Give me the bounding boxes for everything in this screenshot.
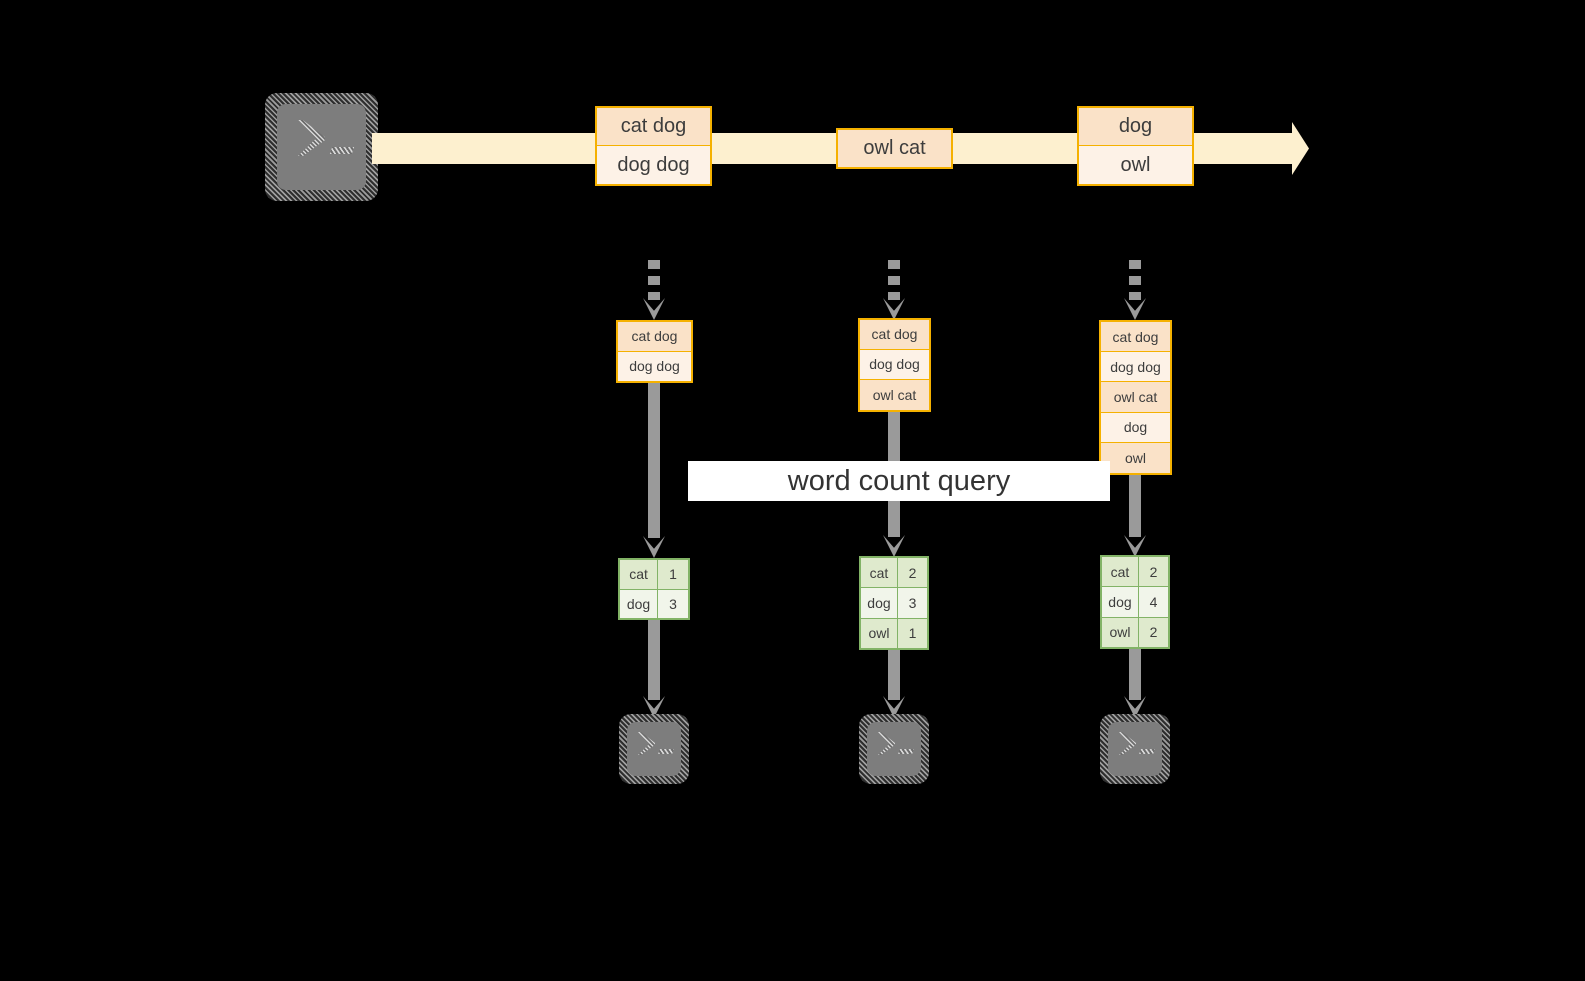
table-row: dog 3 [861, 588, 927, 619]
snapshot-to-result-connector [643, 383, 665, 558]
table-cell-word: cat [861, 558, 898, 588]
table-row: cat 2 [861, 558, 927, 589]
sink-terminal-icon [859, 714, 929, 784]
record-line: owl cat [838, 130, 951, 167]
table-row: cat 2 [1102, 557, 1168, 588]
connector-arrowhead-icon [1124, 535, 1146, 557]
word-count-result-table: cat 2 dog 4 owl 2 [1100, 555, 1170, 649]
table-cell-word: owl [1102, 617, 1139, 647]
table-cell-count: 2 [1138, 617, 1168, 647]
record-line: dog dog [597, 146, 710, 184]
source-terminal-icon [265, 93, 378, 201]
result-to-sink-connector [1124, 649, 1146, 718]
stream-to-snapshot-connector [883, 260, 905, 320]
table-cell-count: 1 [658, 560, 688, 589]
result-to-sink-connector [883, 650, 905, 718]
table-row: dog 4 [1102, 587, 1168, 618]
snapshot-accumulated-records: cat dog dog dog [616, 320, 693, 383]
connector-shaft [1129, 649, 1141, 700]
terminal-underscore-icon [898, 749, 914, 754]
word-count-result-table: cat 2 dog 3 owl 1 [859, 556, 929, 650]
result-to-sink-connector [643, 620, 665, 718]
table-row: owl 2 [1102, 617, 1168, 647]
sink-terminal-icon [619, 714, 689, 784]
table-cell-word: dog [861, 588, 898, 618]
stream-event-record: owl cat [836, 128, 953, 169]
snapshot-accumulated-records: cat dog dog dog owl cat dog owl [1099, 320, 1172, 475]
record-line: cat dog [597, 108, 710, 146]
snapshot-to-result-connector [1124, 475, 1146, 557]
table-cell-word: dog [1102, 587, 1139, 617]
record-line: dog dog [860, 349, 929, 380]
table-cell-word: owl [861, 618, 898, 648]
connector-shaft [888, 650, 900, 700]
record-line: owl [1101, 442, 1170, 473]
connector-arrowhead-icon [1124, 298, 1146, 320]
sink-terminal-icon [1100, 714, 1170, 784]
connector-arrowhead-icon [883, 298, 905, 320]
snapshot-accumulated-records: cat dog dog dog owl cat [858, 318, 931, 412]
table-cell-count: 3 [897, 588, 927, 618]
terminal-underscore-icon [658, 749, 674, 754]
table-cell-count: 2 [1138, 557, 1168, 587]
table-row: dog 3 [620, 589, 688, 618]
connector-arrowhead-icon [643, 298, 665, 320]
terminal-underscore-icon [329, 147, 355, 154]
stream-event-record: cat dog dog dog [595, 106, 712, 186]
event-stream-arrowhead-icon [1292, 122, 1309, 175]
query-label: word count query [688, 461, 1110, 501]
stream-event-record: dog owl [1077, 106, 1194, 186]
table-cell-count: 2 [897, 558, 927, 588]
record-line: owl cat [860, 379, 929, 410]
table-row: owl 1 [861, 618, 927, 648]
table-cell-word: cat [1102, 557, 1139, 587]
table-cell-count: 4 [1138, 587, 1168, 617]
connector-arrowhead-icon [643, 536, 665, 558]
record-line: owl cat [1101, 382, 1170, 413]
connector-shaft [888, 260, 900, 300]
stream-to-snapshot-connector [643, 260, 665, 320]
record-line: dog [1101, 412, 1170, 443]
connector-arrowhead-icon [883, 535, 905, 557]
connector-shaft [648, 620, 660, 700]
record-line: dog dog [618, 351, 691, 381]
record-line: dog [1079, 108, 1192, 146]
connector-shaft [648, 383, 660, 538]
terminal-underscore-icon [1139, 749, 1155, 754]
stream-to-snapshot-connector [1124, 260, 1146, 320]
connector-shaft [1129, 475, 1141, 537]
connector-shaft [648, 260, 660, 300]
connector-shaft [1129, 260, 1141, 300]
table-cell-count: 1 [897, 618, 927, 648]
table-cell-word: dog [620, 589, 659, 618]
table-row: cat 1 [620, 560, 688, 590]
table-cell-word: cat [620, 560, 659, 589]
record-line: owl [1079, 146, 1192, 184]
word-count-result-table: cat 1 dog 3 [618, 558, 690, 620]
record-line: cat dog [860, 320, 929, 350]
record-line: cat dog [618, 322, 691, 352]
record-line: cat dog [1101, 322, 1170, 353]
table-cell-count: 3 [658, 589, 688, 618]
record-line: dog dog [1101, 352, 1170, 383]
